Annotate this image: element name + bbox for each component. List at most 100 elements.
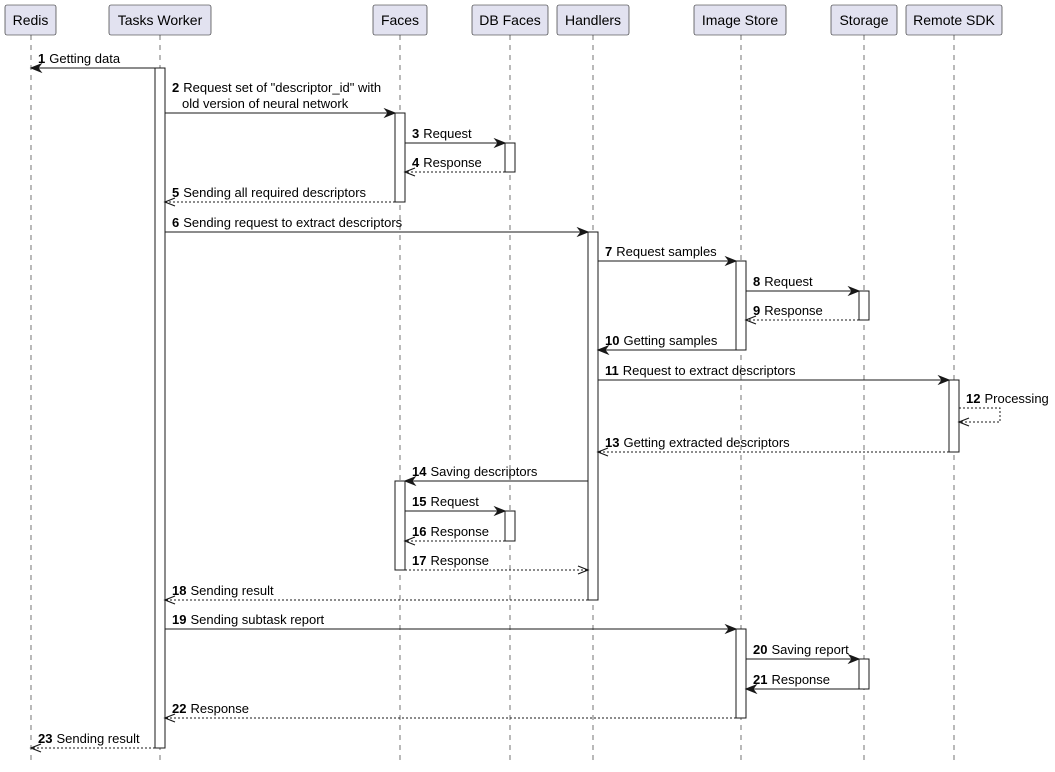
arrow-head — [744, 315, 757, 325]
message-text: Request samples — [616, 244, 717, 259]
participant-box-imagestore — [693, 4, 787, 36]
arrow-head — [957, 417, 970, 427]
activation-bar-dbfaces — [504, 142, 516, 173]
message-number: 5 — [172, 185, 179, 200]
participant-imagestore: Image Store — [693, 4, 787, 36]
message-number: 11 — [605, 363, 619, 378]
message-text: Getting samples — [623, 333, 717, 348]
arrow-head — [577, 565, 590, 575]
participant-handlers: Handlers — [556, 4, 630, 36]
message-16: 16 Response — [403, 524, 505, 546]
arrow-head — [29, 62, 43, 74]
activation-bar-remotesdk — [948, 379, 960, 453]
message-text: Getting extracted descriptors — [623, 435, 790, 450]
message-text: old version of neural network — [182, 96, 349, 111]
participant-storage: Storage — [830, 4, 898, 36]
message-line — [959, 407, 1001, 423]
message-text: Response — [430, 553, 489, 568]
message-text: Response — [430, 524, 489, 539]
participant-faces: Faces — [372, 4, 428, 36]
message-text: Getting data — [49, 51, 121, 66]
participant-label-dbfaces: DB Faces — [479, 12, 540, 28]
message-label: 16 Response — [412, 524, 489, 539]
participant-worker: Tasks Worker — [108, 4, 212, 36]
message-text: Response — [423, 155, 482, 170]
arrow-head — [576, 226, 590, 238]
message-text: Processing — [984, 391, 1048, 406]
arrow-head — [493, 137, 507, 149]
arrow-head — [596, 447, 609, 457]
message-20: 20 Saving report — [746, 642, 861, 665]
activation-bar-worker — [154, 67, 166, 749]
participant-redis: Redis — [4, 4, 57, 36]
participant-box-dbfaces — [471, 4, 549, 36]
arrow-head — [847, 653, 861, 665]
message-7: 7 Request samples — [598, 244, 738, 267]
message-label: 8 Request — [753, 274, 813, 289]
message-number: 1 — [38, 51, 45, 66]
participant-box-remotesdk — [905, 4, 1003, 36]
message-number: 14 — [412, 464, 427, 479]
message-10: 10 Getting samples — [596, 333, 736, 356]
message-text: Request — [764, 274, 813, 289]
message-label: 7 Request samples — [605, 244, 717, 259]
message-text: Sending subtask report — [190, 612, 324, 627]
message-text: Response — [190, 701, 249, 716]
message-text: Saving descriptors — [430, 464, 537, 479]
message-number: 10 — [605, 333, 619, 348]
message-number: 23 — [38, 731, 52, 746]
message-number: 3 — [412, 126, 419, 141]
message-label: old version of neural network — [182, 96, 349, 111]
activation-bar-storage — [858, 290, 870, 321]
participant-label-handlers: Handlers — [565, 12, 621, 28]
message-number: 16 — [412, 524, 426, 539]
participant-label-faces: Faces — [381, 12, 419, 28]
participant-remotesdk: Remote SDK — [905, 4, 1003, 36]
message-text: Sending result — [190, 583, 273, 598]
participant-box-redis — [4, 4, 57, 36]
message-8: 8 Request — [746, 274, 861, 297]
message-number: 8 — [753, 274, 760, 289]
message-text: Request — [430, 494, 479, 509]
message-number: 20 — [753, 642, 767, 657]
message-text: Response — [771, 672, 830, 687]
activation-bar-imagestore — [735, 260, 747, 351]
message-text: Request to extract descriptors — [623, 363, 796, 378]
message-label: 23 Sending result — [38, 731, 140, 746]
arrow-head — [403, 167, 416, 177]
message-label: 11 Request to extract descriptors — [605, 363, 796, 378]
arrow-head — [163, 197, 176, 207]
message-11: 11 Request to extract descriptors — [598, 363, 951, 386]
message-text: Response — [764, 303, 823, 318]
message-text: Sending result — [56, 731, 139, 746]
participant-box-handlers — [556, 4, 630, 36]
arrow-head — [847, 285, 861, 297]
message-text: Saving report — [771, 642, 849, 657]
message-number: 7 — [605, 244, 612, 259]
message-number: 4 — [412, 155, 420, 170]
arrow-head — [596, 344, 610, 356]
